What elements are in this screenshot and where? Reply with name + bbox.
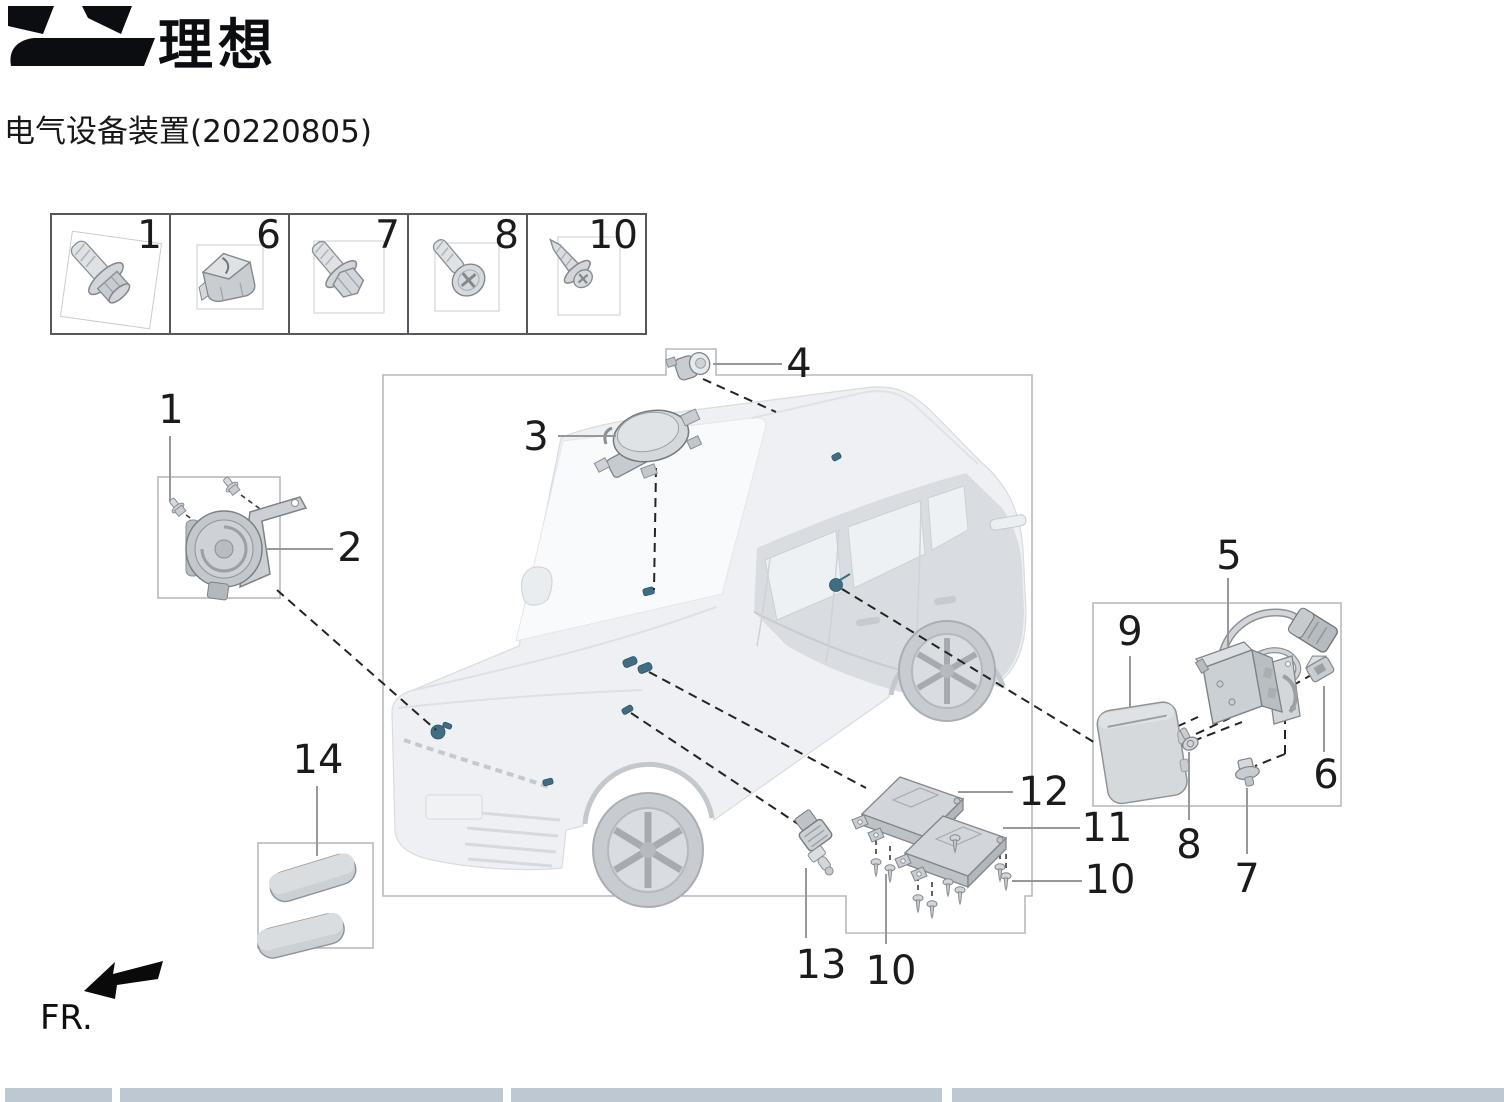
callout-9-cover-plate: 9 — [1117, 609, 1143, 655]
callout-2-horn: 2 — [337, 525, 363, 571]
callout-12-rear-module: 12 — [1018, 769, 1070, 815]
camera-frame — [1092, 602, 1342, 807]
footer-cell — [952, 1088, 1504, 1102]
legend-cell-hex-washer-bolt: 7 — [288, 213, 409, 335]
callout-14-foam-pads: 14 — [292, 737, 344, 783]
part-horn-bolt — [169, 497, 187, 517]
part-rain-sensor — [593, 408, 703, 479]
rear-wheel — [898, 620, 996, 722]
clip-nut-icon — [196, 244, 264, 310]
fastener-legend: 1 6 — [50, 213, 647, 335]
footer-cell — [511, 1088, 942, 1102]
vehicle-illustration — [391, 386, 1027, 908]
part-horn-bolt — [223, 476, 241, 496]
part-stop-lamp-switch — [794, 809, 834, 876]
brand-name: 理想 — [158, 13, 279, 77]
callout-5-camera-module: 5 — [1216, 533, 1242, 579]
part-module-screws — [870, 834, 1012, 920]
main-diagram-frame — [382, 348, 1033, 934]
li-auto-logo-icon — [8, 6, 156, 66]
part-clip-nut — [1304, 655, 1335, 683]
callout-6-clip-nut: 6 — [1313, 752, 1339, 798]
front-wheel — [592, 792, 704, 908]
fr-direction-label: FR. — [40, 998, 93, 1038]
part-small-screw — [1179, 727, 1199, 751]
callout-11-front-module: 11 — [1081, 805, 1133, 851]
legend-cell-tapping-screw: 10 — [526, 213, 647, 335]
part-camera-module — [1194, 607, 1338, 725]
part-dome-sensor — [665, 351, 711, 381]
legend-number: 8 — [494, 213, 519, 258]
part-flange-bolt — [1235, 757, 1260, 787]
callout-8-small-screw: 8 — [1176, 822, 1202, 868]
footer-cell — [120, 1088, 503, 1102]
callout-4-roof-sensor: 4 — [786, 341, 812, 387]
callout-1-horn-bolt: 1 — [158, 387, 184, 433]
legend-number: 6 — [256, 213, 281, 258]
legend-cell-bolt: 1 — [50, 213, 171, 335]
callout-leader-lines — [169, 363, 1325, 944]
legend-number: 1 — [137, 213, 162, 258]
callout-10-module-screws-r: 10 — [1084, 857, 1136, 903]
callout-10-module-screws-b: 10 — [865, 948, 917, 994]
legend-cell-clip-nut: 6 — [169, 213, 290, 335]
page-title: 电气设备装置(20220805) — [4, 114, 372, 150]
callout-7-flange-bolt: 7 — [1234, 856, 1260, 902]
phillips-pan-screw-icon — [432, 239, 500, 312]
legend-number: 7 — [375, 213, 400, 258]
self-tapping-screw-icon — [549, 236, 621, 316]
callout-13-switch: 13 — [795, 942, 847, 988]
footer-cell — [5, 1088, 112, 1102]
hex-washer-bolt-icon — [311, 240, 385, 314]
part-foam-pads — [256, 853, 357, 959]
legend-cell-phillips-screw: 8 — [407, 213, 528, 335]
legend-number: 10 — [588, 213, 638, 258]
part-cover-plate — [1096, 701, 1190, 805]
part-horn-assembly — [169, 476, 308, 601]
callout-3-rain-sensor: 3 — [523, 414, 549, 460]
front-direction-arrow-icon — [84, 961, 163, 999]
hex-flange-bolt-icon — [59, 230, 163, 330]
highlighted-mount-points — [430, 452, 851, 787]
